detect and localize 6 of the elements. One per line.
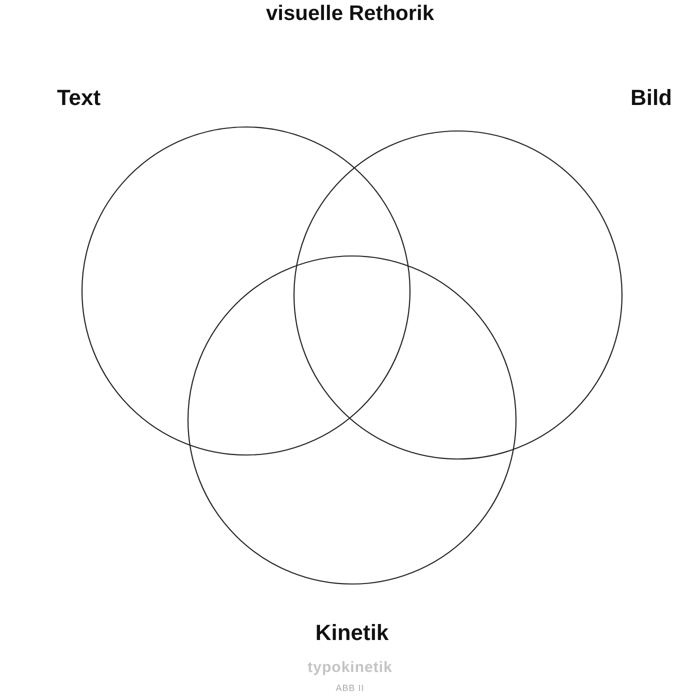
figure-number: ABB II [334,684,366,693]
diagram-title: visuelle Rethorik [264,3,436,24]
set-label: Text [57,87,101,109]
set-label: Bild [630,87,672,109]
set-label: Kinetik [314,622,390,644]
subtitle: typokinetik [306,660,394,675]
